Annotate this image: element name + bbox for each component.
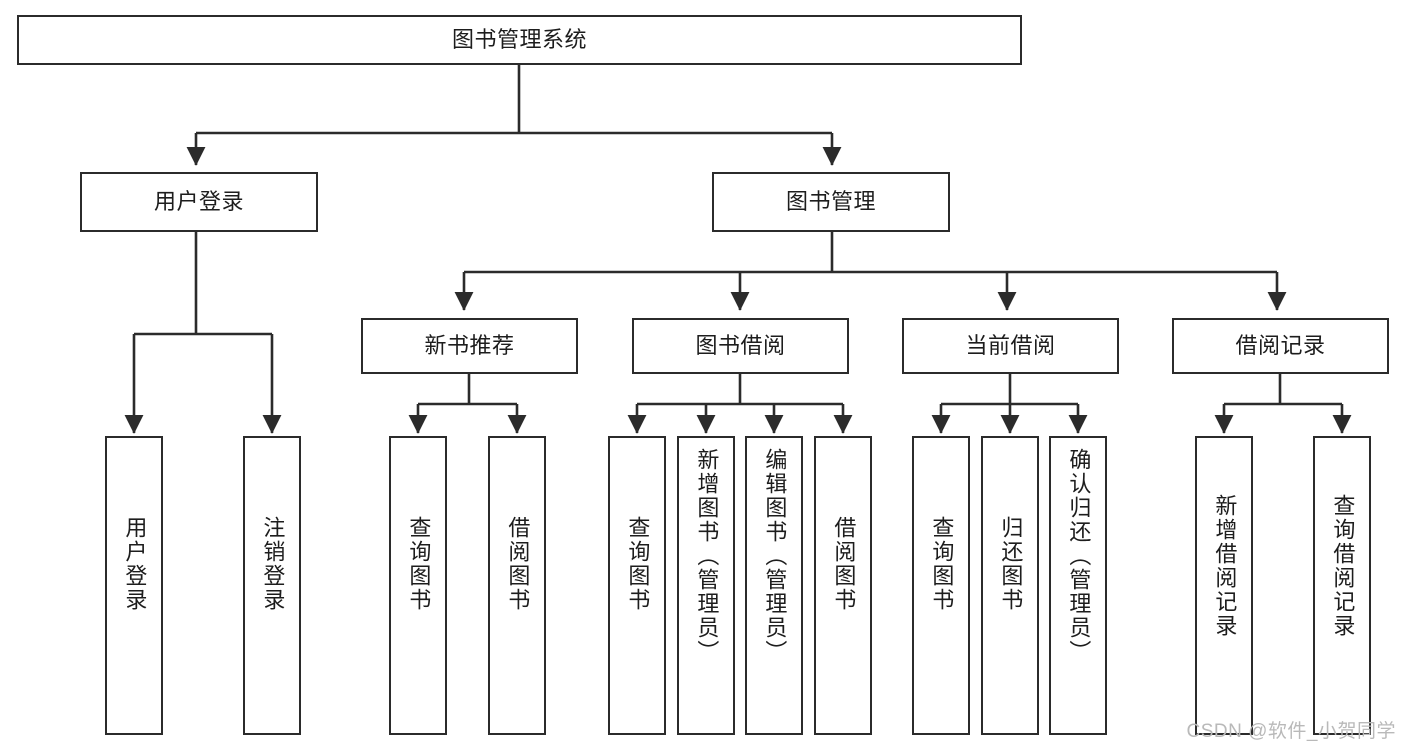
node-label: 确认归还（管理员） [1066,448,1092,664]
node-leaf-add-book[interactable]: 新增图书（管理员） [677,436,735,735]
edge-group-user-login [124,232,282,434]
node-leaf-confirm-return[interactable]: 确认归还（管理员） [1049,436,1107,735]
node-borrow-record[interactable]: 借阅记录 [1172,318,1389,374]
node-leaf-query-book-3[interactable]: 查询图书 [912,436,970,735]
node-label: 当前借阅 [965,333,1056,359]
edge-group-borrow-record [1214,374,1352,434]
node-root-system[interactable]: 图书管理系统 [17,15,1022,65]
node-label: 查询图书 [625,516,651,612]
edge-group-book-borrow [627,374,853,434]
node-new-book-recommend[interactable]: 新书推荐 [361,318,578,374]
node-label: 查询图书 [929,516,955,612]
node-leaf-query-record[interactable]: 查询借阅记录 [1313,436,1371,735]
node-leaf-return-book[interactable]: 归还图书 [981,436,1039,735]
node-label: 新增借阅记录 [1212,494,1238,638]
node-current-borrow[interactable]: 当前借阅 [902,318,1119,374]
node-leaf-query-book-1[interactable]: 查询图书 [389,436,447,735]
node-label: 用户登录 [122,516,148,612]
node-label: 图书管理系统 [451,27,587,53]
node-book-borrow[interactable]: 图书借阅 [632,318,849,374]
node-label: 查询图书 [406,516,432,612]
node-leaf-add-record[interactable]: 新增借阅记录 [1195,436,1253,735]
node-label: 借阅图书 [505,516,531,612]
node-label: 新增图书（管理员） [694,448,720,664]
node-leaf-query-book-2[interactable]: 查询图书 [608,436,666,735]
node-leaf-borrow-book-1[interactable]: 借阅图书 [488,436,546,735]
node-label: 新书推荐 [424,333,515,359]
node-label: 图书管理 [785,189,876,215]
node-label: 编辑图书（管理员） [762,448,788,664]
node-label: 注销登录 [260,516,286,612]
node-label: 查询借阅记录 [1330,494,1356,638]
edge-group-root [186,65,842,166]
node-label: 图书借阅 [695,333,786,359]
node-leaf-user-login[interactable]: 用户登录 [105,436,163,735]
node-label: 借阅记录 [1235,333,1326,359]
edge-group-new-book-recommend [408,374,527,434]
node-label: 归还图书 [998,516,1024,612]
edge-group-current-borrow [931,374,1088,434]
node-leaf-edit-book[interactable]: 编辑图书（管理员） [745,436,803,735]
edge-group-book-management [454,232,1287,311]
node-leaf-borrow-book-2[interactable]: 借阅图书 [814,436,872,735]
node-user-login[interactable]: 用户登录 [80,172,318,232]
node-leaf-user-logout[interactable]: 注销登录 [243,436,301,735]
node-book-management[interactable]: 图书管理 [712,172,950,232]
node-label: 用户登录 [153,189,244,215]
node-label: 借阅图书 [831,516,857,612]
